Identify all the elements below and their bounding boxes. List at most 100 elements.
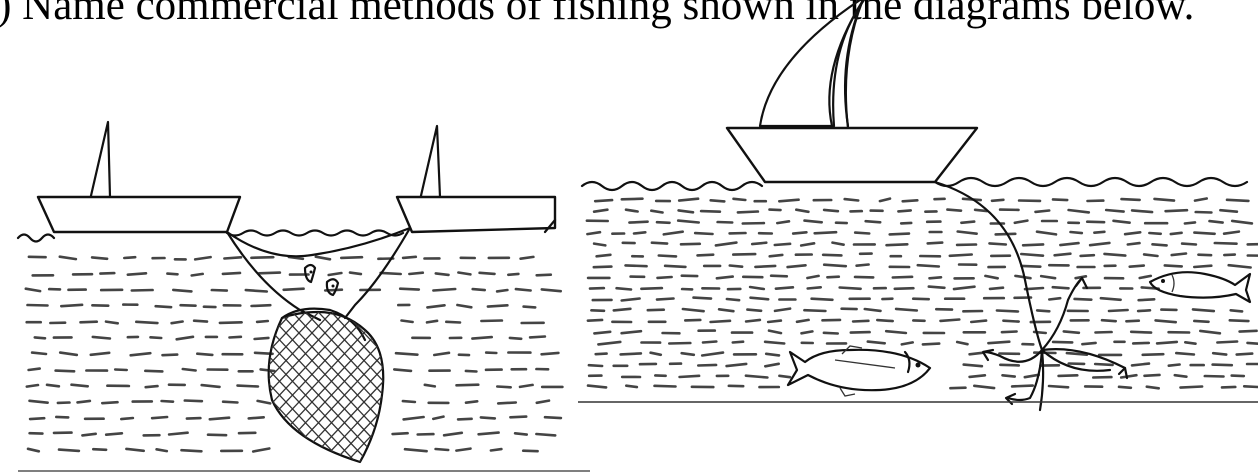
- water-dash: [588, 386, 606, 388]
- net-mesh-line: [300, 300, 460, 470]
- water-dash: [28, 449, 39, 452]
- water-dash: [183, 369, 196, 371]
- water-dash: [727, 364, 747, 366]
- water-dash: [985, 276, 997, 278]
- water-dash: [902, 342, 913, 344]
- water-dash: [403, 401, 415, 402]
- water-dash: [192, 274, 203, 276]
- water-dash: [1053, 199, 1067, 200]
- water-dash: [751, 298, 769, 300]
- water-dash: [121, 418, 133, 419]
- water-dash: [588, 320, 602, 321]
- net-mesh-line: [209, 300, 369, 470]
- water-dash: [1198, 255, 1211, 256]
- water-dash: [1041, 276, 1055, 278]
- water-dash: [1176, 353, 1194, 354]
- water-dash: [457, 385, 479, 386]
- water-dash: [1081, 255, 1094, 256]
- water-dash: [444, 433, 462, 436]
- water-dash: [701, 211, 720, 212]
- water-dash: [172, 322, 183, 324]
- water-dash: [865, 309, 881, 311]
- water-dash: [996, 234, 1016, 235]
- water-dash: [162, 401, 173, 402]
- water-dash: [651, 211, 662, 213]
- water-dash: [316, 257, 330, 260]
- water-dash: [82, 434, 95, 436]
- water-dash: [591, 310, 604, 311]
- net-mesh-line: [255, 300, 415, 470]
- water-dash: [177, 337, 193, 340]
- water-dash: [405, 449, 427, 451]
- water-dash: [746, 320, 760, 322]
- water-dash: [393, 433, 408, 434]
- water-dash: [1075, 299, 1092, 300]
- water-dash: [626, 210, 638, 212]
- water-dash: [768, 321, 781, 322]
- water-dash: [702, 353, 723, 356]
- water-dash: [1037, 310, 1049, 311]
- water-dash: [27, 385, 38, 387]
- water-dash: [230, 337, 241, 338]
- water-dash: [598, 342, 620, 345]
- water-dash: [350, 273, 361, 275]
- water-dash: [1022, 266, 1041, 267]
- water-dash: [855, 233, 869, 234]
- water-dash: [524, 307, 536, 308]
- water-dash: [1055, 254, 1071, 256]
- water-dash: [1194, 233, 1214, 234]
- water-dash: [866, 221, 881, 222]
- water-dash: [249, 417, 264, 418]
- water-dash: [719, 309, 733, 311]
- water-dash: [975, 210, 987, 211]
- net-mesh-line: [118, 300, 278, 470]
- water-dash: [992, 200, 1003, 201]
- water-dash: [197, 354, 212, 355]
- net-mesh-line: [307, 300, 467, 470]
- net-mesh-line: [417, 300, 577, 470]
- water-dash: [880, 199, 890, 202]
- water-dash: [711, 200, 725, 201]
- water-dash: [128, 273, 146, 274]
- water-dash: [796, 210, 808, 212]
- net-mesh-line: [313, 300, 473, 470]
- water-dash: [597, 255, 611, 256]
- water-dash: [590, 288, 604, 289]
- sailboat-right-icon: [397, 126, 555, 232]
- water-dash: [886, 331, 906, 333]
- water-dash: [479, 433, 499, 435]
- water-dash: [802, 331, 813, 333]
- water-dash: [685, 320, 700, 321]
- water-dash: [941, 320, 960, 321]
- water-dash: [730, 266, 742, 267]
- water-dash: [223, 273, 240, 274]
- water-dash: [151, 337, 162, 338]
- water-dash: [473, 289, 485, 290]
- water-dash: [1171, 233, 1182, 234]
- water-dash: [765, 342, 784, 344]
- water-dash: [594, 267, 612, 268]
- water-dash: [596, 354, 607, 355]
- water-dash: [857, 265, 869, 266]
- net-mesh-line: [411, 300, 571, 470]
- water-dash: [1064, 331, 1079, 332]
- water-dash: [1002, 332, 1017, 333]
- water-dash: [92, 257, 107, 258]
- water-dash: [594, 332, 610, 334]
- water-dash: [436, 449, 449, 450]
- water-dash: [1132, 364, 1149, 366]
- water-dash: [1156, 320, 1176, 322]
- water-dash: [93, 449, 106, 450]
- water-dash: [1049, 298, 1060, 299]
- water-dash: [1138, 310, 1150, 311]
- water-dash: [1165, 265, 1182, 266]
- water-dash: [855, 277, 873, 278]
- water-dash: [1182, 244, 1196, 245]
- water-dash: [1232, 221, 1252, 224]
- water-dash: [381, 273, 401, 274]
- water-dash: [35, 337, 45, 338]
- water-dash: [997, 311, 1018, 312]
- water-dash: [1049, 386, 1068, 387]
- water-dash: [510, 338, 521, 339]
